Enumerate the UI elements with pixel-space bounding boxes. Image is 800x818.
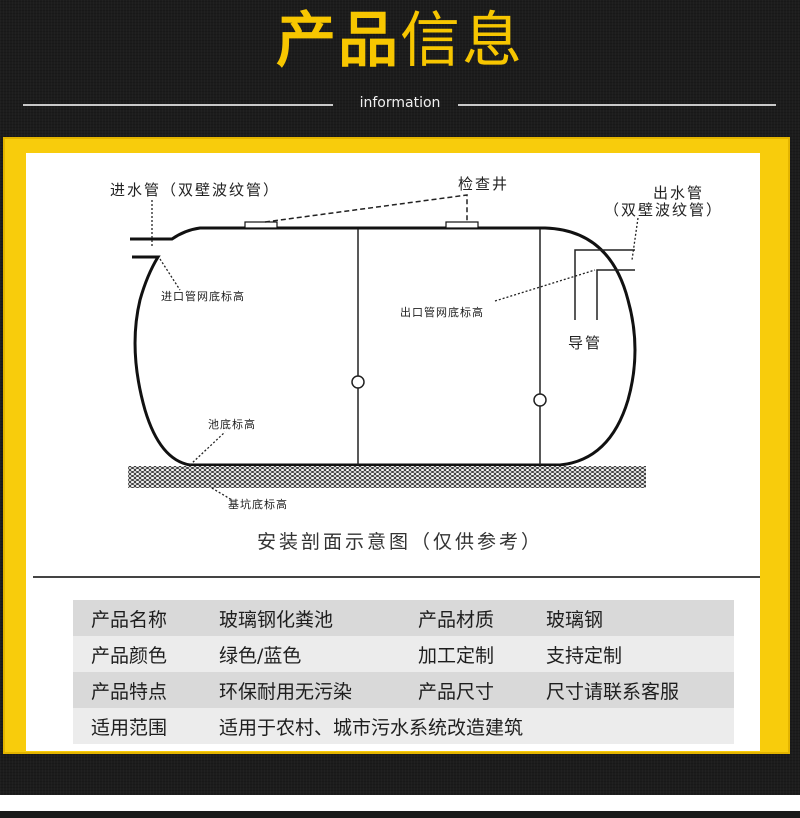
- gravel-base: [128, 466, 646, 488]
- spec-label: 适用范围: [91, 716, 168, 739]
- subtitle-row: information: [0, 92, 800, 116]
- spec-label: 产品尺寸: [418, 680, 495, 703]
- label-inspection-well: 检查井: [458, 175, 510, 193]
- label-outlet-pipe-type: （双壁波纹管）: [604, 201, 724, 219]
- label-outlet-pipe: 出水管: [653, 184, 705, 202]
- label-guide-pipe: 导管: [568, 334, 603, 352]
- spec-label: 产品材质: [418, 608, 495, 631]
- spec-value: 玻璃钢化粪池: [219, 608, 334, 631]
- spec-label: 产品特点: [91, 680, 168, 703]
- spec-table: 产品名称 玻璃钢化粪池 产品材质 玻璃钢 产品颜色 绿色/蓝色 加工定制 支持定…: [73, 600, 734, 744]
- title-bold: 产品: [276, 6, 400, 76]
- title-thin: 信息: [400, 6, 524, 76]
- label-inlet-pipe: 进水管（双壁波纹管）: [110, 181, 281, 199]
- section-divider: [33, 576, 760, 578]
- spec-row: 产品特点 环保耐用无污染 产品尺寸 尺寸请联系客服: [73, 672, 734, 708]
- divider-right: [458, 104, 776, 106]
- label-outlet-elevation: 出口管网底标高: [400, 306, 484, 319]
- spec-row: 适用范围 适用于农村、城市污水系统改造建筑: [73, 708, 734, 744]
- spec-label: 产品颜色: [91, 644, 168, 667]
- subtitle: information: [359, 95, 441, 111]
- spec-row: 产品颜色 绿色/蓝色 加工定制 支持定制: [73, 636, 734, 672]
- spec-row: 产品名称 玻璃钢化粪池 产品材质 玻璃钢: [73, 600, 734, 636]
- spec-value: 绿色/蓝色: [219, 644, 302, 667]
- spec-value: 支持定制: [546, 644, 623, 667]
- spec-value: 玻璃钢: [546, 608, 604, 631]
- spec-value: 环保耐用无污染: [219, 680, 353, 703]
- spec-label: 加工定制: [418, 644, 495, 667]
- spec-label: 产品名称: [91, 608, 168, 631]
- label-inlet-elevation: 进口管网底标高: [161, 290, 245, 303]
- next-section-edge: [0, 811, 800, 818]
- divider-left: [23, 104, 333, 106]
- spec-value: 适用于农村、城市污水系统改造建筑: [219, 716, 524, 739]
- diagram-caption: 安装剖面示意图（仅供参考）: [256, 531, 543, 553]
- label-tank-bottom: 池底标高: [208, 418, 256, 431]
- page-title: 产品信息: [0, 6, 800, 76]
- section-gap: [0, 795, 800, 811]
- spec-value: 尺寸请联系客服: [546, 680, 680, 703]
- label-pit-bottom: 基坑底标高: [228, 498, 288, 511]
